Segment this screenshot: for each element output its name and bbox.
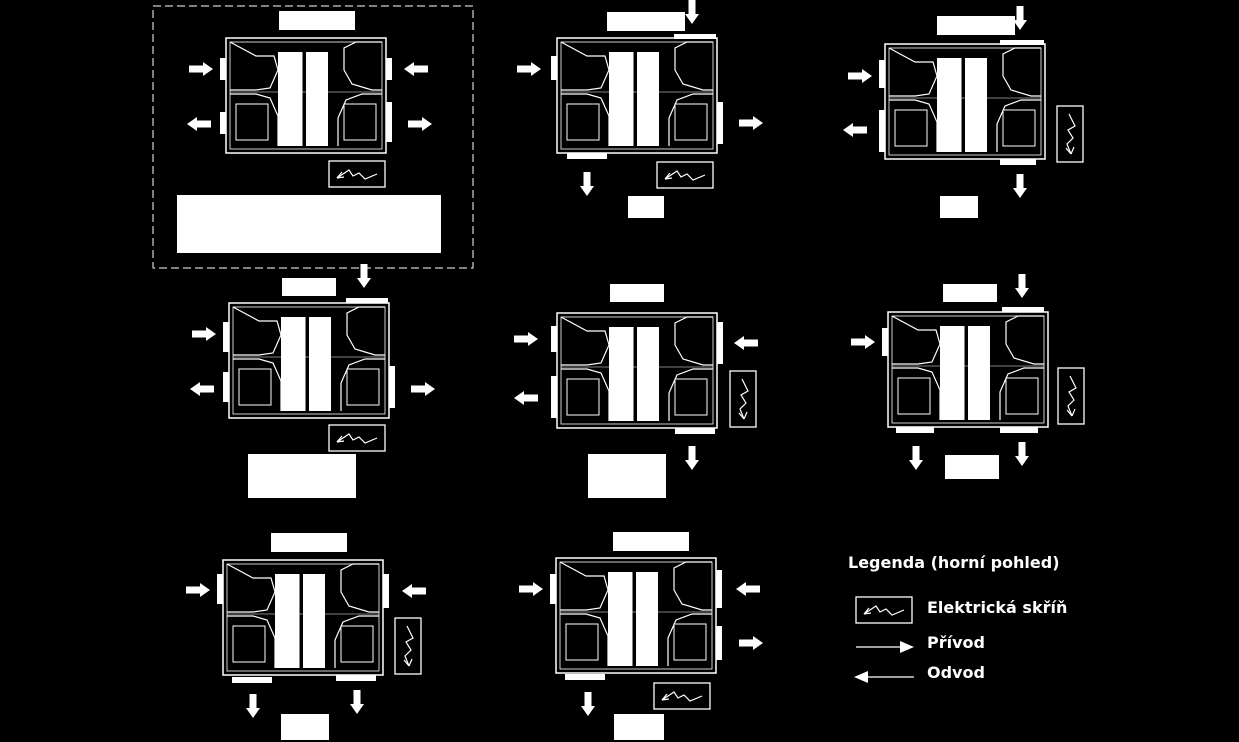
configuration-3	[843, 6, 1084, 218]
exhaust-arrow-icon	[854, 671, 914, 683]
configuration-4	[190, 264, 435, 498]
configuration-6	[851, 274, 1085, 479]
configuration-7	[186, 533, 426, 740]
configuration-2	[517, 0, 763, 218]
legend-item-supply: Přívod	[927, 633, 985, 652]
configuration-1	[152, 5, 474, 269]
legend-title: Legenda (horní pohled)	[848, 553, 1060, 572]
supply-arrow-icon	[856, 641, 914, 653]
legend-item-exhaust: Odvod	[927, 663, 985, 682]
configuration-8	[519, 532, 763, 740]
configuration-5	[514, 284, 758, 498]
legend-item-electrical-box: Elektrická skříň	[927, 598, 1068, 617]
legend: Legenda (horní pohled) Elektrická skříň …	[848, 550, 1228, 690]
